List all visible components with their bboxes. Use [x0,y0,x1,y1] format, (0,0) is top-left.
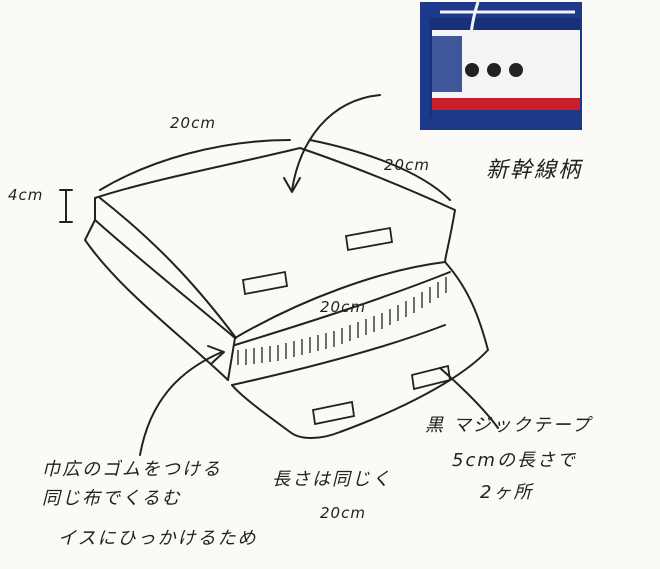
swatch-window [487,63,501,77]
length-note-line2: 20cm [320,504,366,522]
elastic-band [237,277,447,365]
elastic-note-line1: 巾広のゴムをつける [42,459,222,480]
height-marker [59,189,73,223]
flap-width-label: 20cm [320,298,366,316]
velcro-pointer [439,367,499,429]
elastic-arrow [139,351,223,456]
cushion-top-face [94,147,456,339]
swatch-label: 新幹線柄 [486,158,583,183]
height-label: 4cm [8,186,44,204]
velcro-note-line1: 黒 マジックテープ [425,415,592,436]
velcro-note-line3: 2ヶ所 [480,482,534,503]
velcro-tabs [241,226,452,426]
cushion-flap [231,261,489,439]
velcro-tab [311,400,356,426]
velcro-tab [344,226,394,252]
length-note-line1: 長さは同じく [272,469,392,490]
pocket-opening [234,271,451,346]
velcro-note-line2: 5cmの長さで [452,450,577,471]
elastic-note-line3: イスにひっかけるため [58,528,258,549]
top-width-label: 20cm [170,114,216,132]
top-arrow [291,94,381,191]
swatch-window [465,63,479,77]
elastic-note-line2: 同じ布でくるむ [42,488,182,509]
shinkansen-swatch [420,1,582,130]
velcro-tab [241,270,289,296]
swatch-window [509,63,523,77]
swatch-red-stripe [432,98,580,110]
top-depth-label: 20cm [384,156,430,174]
velcro-tab [410,364,452,391]
